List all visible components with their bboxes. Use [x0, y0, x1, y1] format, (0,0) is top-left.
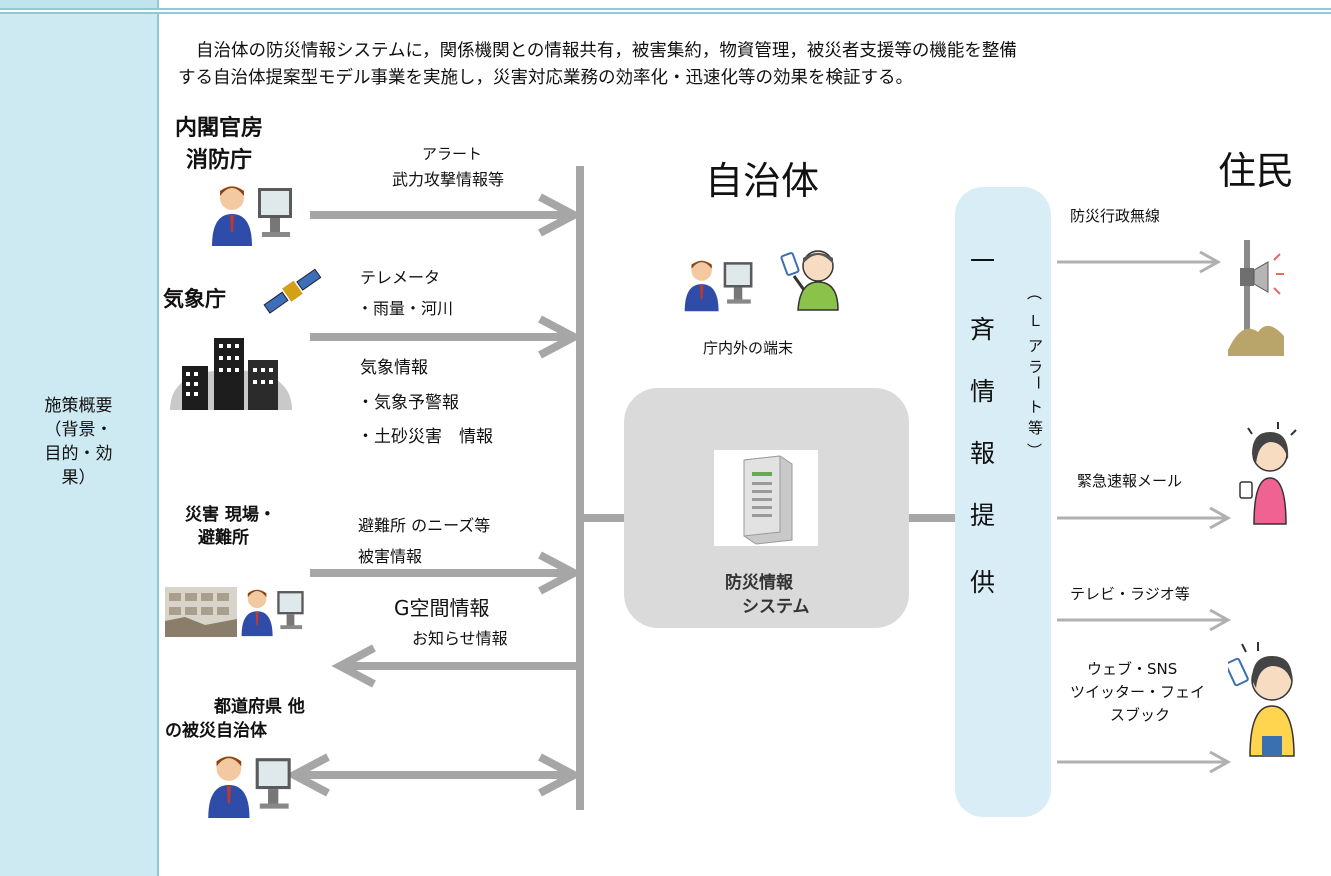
system-label-2: システム: [742, 597, 810, 617]
l-alert-char-1: ︵: [1027, 284, 1043, 302]
arrow-weather-head: [538, 315, 583, 359]
system-label-1: 防災情報: [725, 573, 793, 593]
alerted-person-icon: [1238, 420, 1308, 536]
arrow-notice-head: [331, 644, 376, 688]
label-weather-3: ・土砂災害 情報: [357, 427, 493, 447]
label-weather-1: 気象情報: [360, 358, 428, 378]
label-alert-2: 武力攻撃情報等: [392, 170, 505, 189]
row-header-line-3: 目的・効: [44, 444, 113, 464]
row-header-line-2: （背景・: [44, 420, 113, 440]
source-disaster-label-1: 災害 現場・: [185, 505, 276, 525]
staff-computer-small-icon: [240, 585, 306, 643]
channel-web-label-2: ツイッター・フェイ: [1070, 683, 1206, 701]
source-cabinet-label-1: 内閣官房: [175, 116, 264, 141]
phone-user-icon: [1225, 640, 1312, 764]
arrow-alert-head: [538, 193, 583, 237]
channel-radio-label: 防災行政無線: [1070, 207, 1161, 225]
label-shelter-1: 避難所 のニーズ等: [358, 516, 491, 535]
arrow-prefecture-head-right: [538, 753, 583, 797]
staff-computer-icon: [210, 182, 295, 252]
source-disaster-label-2: 避難所: [198, 528, 249, 548]
source-prefecture-label-2: の被災自治体: [165, 721, 267, 741]
channel-web-label-1: ウェブ・SNS: [1087, 660, 1178, 678]
channel-tv-label: テレビ・ラジオ等: [1070, 585, 1190, 603]
source-jma-label: 気象庁: [163, 287, 226, 311]
intro-line-2: する自治体提案型モデル事業を実施し，災害対応業務の効率化・迅速化等の効果を検証す…: [178, 68, 913, 88]
label-telemeter-1: テレメータ: [360, 268, 441, 287]
label-notice: お知らせ情報: [412, 629, 508, 648]
arrow-radio-head: [1199, 250, 1222, 274]
l-alert-char-2: Ｌ: [1028, 312, 1044, 330]
terminal-computer-icon: [683, 255, 755, 319]
l-alert-char-6: ト: [1028, 398, 1044, 416]
row-header-line-1: 施策概要: [44, 396, 113, 416]
intro-line-1: 自治体の防災情報システムに，関係機関との情報共有，被害集約，物資管理，被災者支援…: [196, 41, 1017, 61]
row-header-cell: 施策概要 （背景・ 目的・効 果）: [0, 12, 159, 876]
l-alert-char-3: ア: [1028, 337, 1044, 355]
intro-text: 自治体の防災情報システムに，関係機関との情報共有，被害集約，物資管理，被災者支援…: [178, 38, 1328, 92]
content-cell: [159, 12, 1331, 876]
broadcast-char-2: 斉: [970, 315, 996, 344]
channel-web-label-3: スブック: [1110, 706, 1171, 724]
broadcast-char-5: 提: [970, 501, 996, 530]
loudspeaker-pole-icon: [1228, 240, 1298, 364]
staff-computer-prefecture-icon: [206, 752, 294, 824]
server-icon: [714, 450, 818, 546]
l-alert-char-7: 等: [1028, 419, 1044, 437]
arrow-web-head: [1209, 750, 1232, 774]
municipality-title: 自治体: [705, 159, 820, 203]
l-alert-char-5: ー: [1029, 374, 1048, 391]
label-telemeter-2: ・雨量・河川: [357, 299, 454, 318]
broadcast-char-4: 報: [970, 439, 996, 468]
source-cabinet-label-2: 消防庁: [186, 148, 253, 173]
label-gspace: G空間情報: [394, 596, 490, 620]
arrow-mail-head: [1209, 506, 1232, 530]
broadcast-column: [955, 187, 1051, 817]
table-top-strip: [0, 0, 1331, 10]
broadcast-char-6: 供: [970, 568, 996, 597]
smartphone-user-icon: [780, 246, 842, 316]
damaged-building-icon: [165, 583, 237, 641]
table-top-cell: [0, 0, 159, 8]
row-header-line-4: 果）: [61, 468, 96, 488]
label-alert-1: アラート: [422, 145, 483, 163]
arrow-disaster-head: [538, 551, 583, 595]
source-prefecture-label-1: 都道府県 他: [214, 697, 305, 717]
label-shelter-2: 被害情報: [358, 547, 423, 566]
broadcast-char-1: 一: [970, 247, 996, 276]
satellite-icon: [260, 266, 326, 322]
l-alert-char-4: ラ: [1028, 358, 1044, 376]
residents-title: 住民: [1218, 149, 1295, 193]
arrow-prefecture-head-left: [285, 753, 330, 797]
broadcast-char-3: 情: [970, 377, 996, 406]
l-alert-char-8: ︶: [1027, 442, 1043, 460]
channel-mail-label: 緊急速報メール: [1077, 472, 1183, 490]
label-weather-2: ・気象予警報: [357, 393, 459, 413]
arrow-tv-head: [1209, 608, 1232, 632]
terminals-label: 庁内外の端末: [703, 339, 794, 357]
row-header-label: 施策概要 （背景・ 目的・効 果）: [0, 394, 157, 490]
building-icon: [170, 330, 292, 414]
